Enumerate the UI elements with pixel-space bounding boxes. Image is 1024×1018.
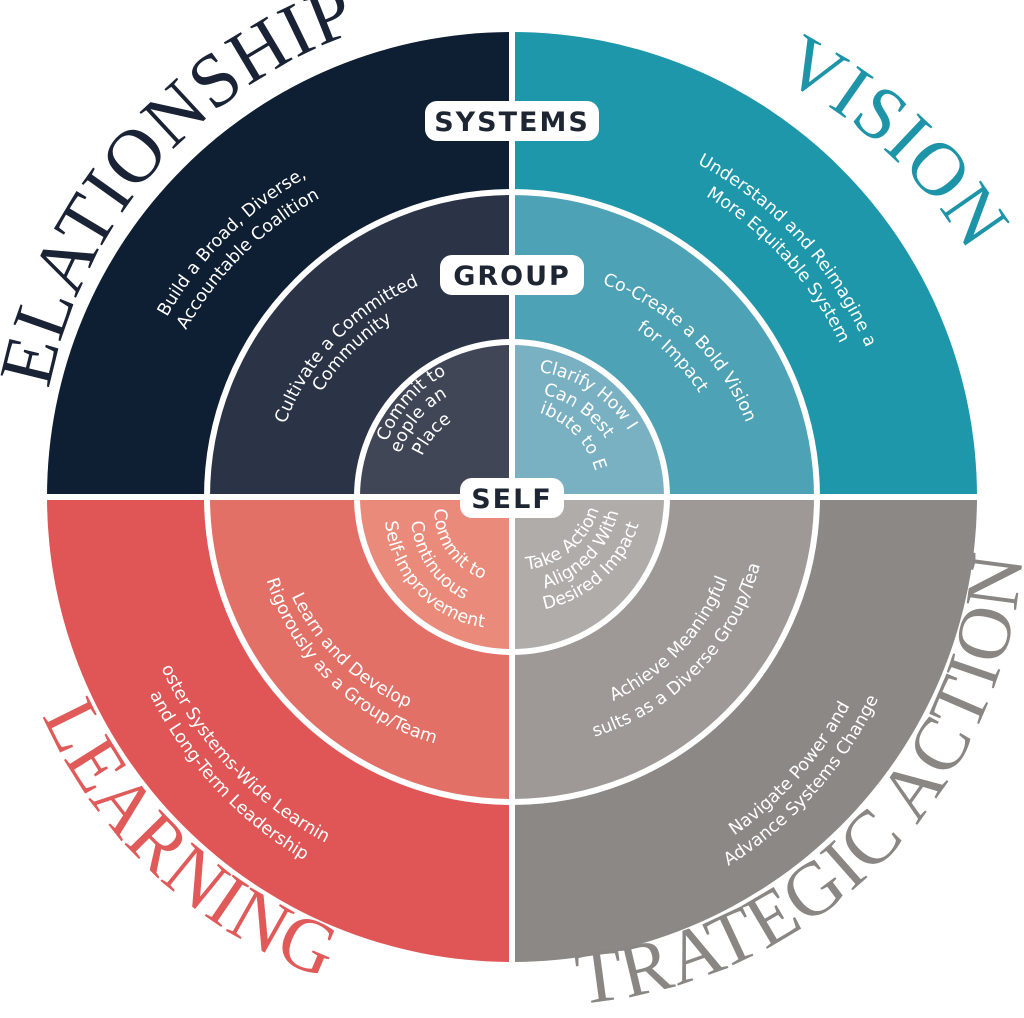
quadrant-vision — [512, 32, 977, 497]
self-label-text: SELF — [471, 484, 553, 515]
group-label-pill — [440, 255, 584, 295]
systems-label-text: SYSTEMS — [434, 107, 590, 138]
strategic-action-self-ring — [512, 497, 667, 652]
quadrant-relationships — [47, 32, 512, 497]
systems-label-pill — [425, 101, 599, 141]
self-level-label: SELF — [460, 478, 564, 518]
group-label-text: GROUP — [453, 261, 571, 292]
group-level-label: GROUP — [440, 255, 584, 295]
quadrant-learning — [47, 497, 512, 962]
self-label-pill — [460, 478, 564, 518]
learning-self-ring — [357, 497, 512, 652]
quadrant-strategic-action — [512, 497, 977, 962]
relationships-self-ring — [357, 342, 512, 497]
systems-level-label: SYSTEMS — [425, 101, 599, 141]
vision-self-ring — [512, 342, 667, 497]
